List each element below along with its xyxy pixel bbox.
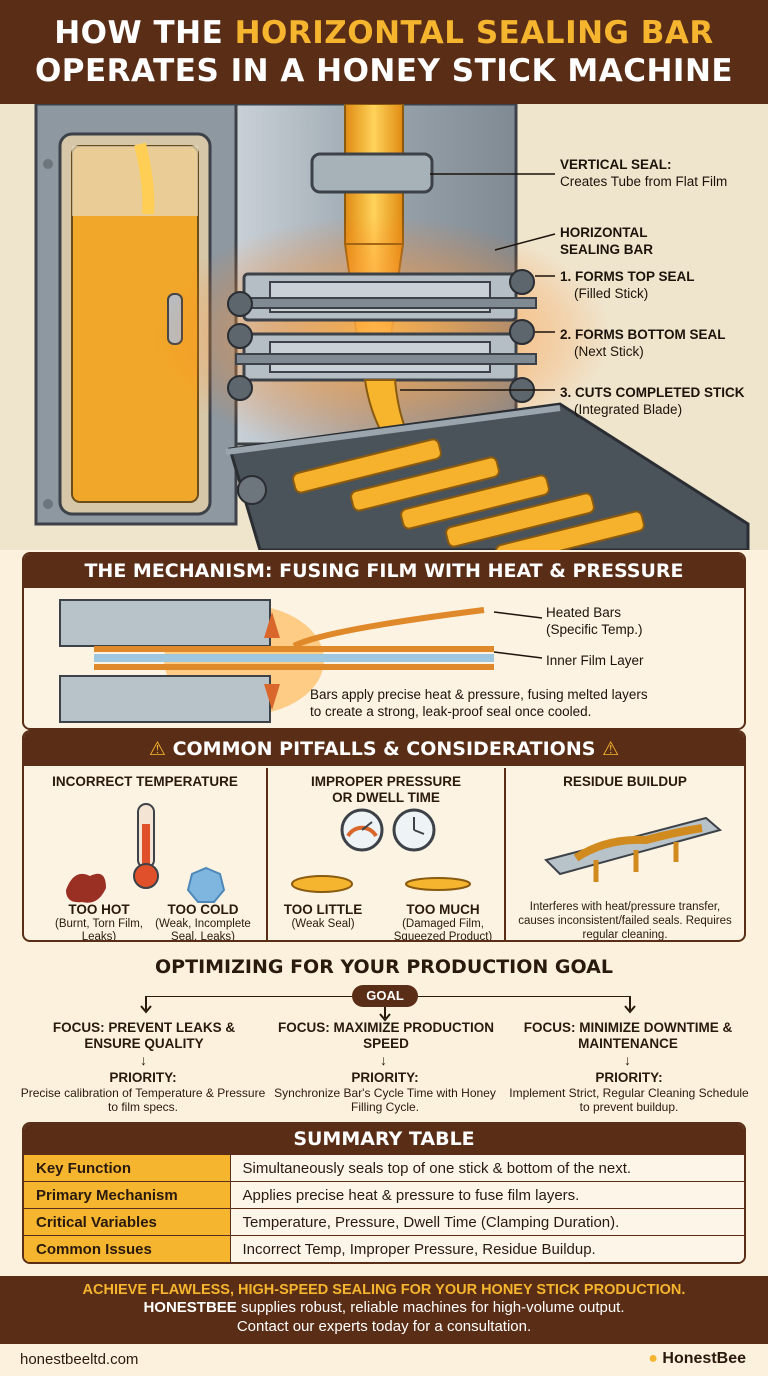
callout-step-1: 1. FORMS TOP SEAL (Filled Stick) bbox=[560, 269, 695, 301]
priority-1: PRIORITY: Precise calibration of Tempera… bbox=[20, 1070, 266, 1114]
summary-title: SUMMARY TABLE bbox=[24, 1124, 744, 1154]
warning-icon: ⚠ bbox=[148, 738, 166, 760]
pitfalls-title: ⚠ COMMON PITFALLS & CONSIDERATIONS ⚠ bbox=[24, 732, 744, 766]
too-hot-label: TOO HOT (Burnt, Torn Film, Leaks) bbox=[55, 902, 143, 942]
cold-film-icon bbox=[186, 866, 226, 903]
machine-illustration: VERTICAL SEAL: Creates Tube from Flat Fi… bbox=[0, 104, 768, 550]
pitfall-pressure: IMPROPER PRESSURE OR DWELL TIME TOO LITT… bbox=[268, 768, 506, 940]
footer: honestbeeltd.com ● HonestBee bbox=[0, 1344, 768, 1376]
goal-pill: GOAL bbox=[352, 985, 418, 1007]
mechanism-description: Bars apply precise heat & pressure, fusi… bbox=[310, 687, 648, 719]
title-line-2: OPERATES IN A HONEY STICK MACHINE bbox=[34, 53, 734, 89]
priority-3: PRIORITY: Implement Strict, Regular Clea… bbox=[509, 1070, 749, 1114]
table-row: Key Function Simultaneously seals top of… bbox=[24, 1154, 744, 1182]
too-much-label: TOO MUCH (Damaged Film, Squeezed Product… bbox=[393, 902, 493, 942]
priority-2: PRIORITY: Synchronize Bar's Cycle Time w… bbox=[274, 1070, 496, 1114]
table-row: Primary Mechanism Applies precise heat &… bbox=[24, 1181, 744, 1209]
callout-step-2: 2. FORMS BOTTOM SEAL (Next Stick) bbox=[560, 327, 726, 359]
callout-step-3: 3. CUTS COMPLETED STICK (Integrated Blad… bbox=[560, 385, 745, 417]
callout-vertical-seal: VERTICAL SEAL: Creates Tube from Flat Fi… bbox=[560, 157, 728, 189]
residue-description: Interferes with heat/pressure transfer, … bbox=[518, 901, 732, 941]
dirty-bar-icon bbox=[544, 816, 723, 882]
arrow-down-icon: ↓ bbox=[380, 1052, 387, 1068]
arrow-down-icon: ↓ bbox=[624, 1052, 631, 1068]
title-highlight: HORIZONTAL SEALING BAR bbox=[234, 15, 714, 51]
burnt-film-icon bbox=[66, 873, 106, 903]
inner-film-label: Inner Film Layer bbox=[546, 653, 644, 668]
call-to-action: ACHIEVE FLAWLESS, HIGH-SPEED SEALING FOR… bbox=[0, 1276, 768, 1344]
pitfalls-section: ⚠ COMMON PITFALLS & CONSIDERATIONS ⚠ INC… bbox=[22, 730, 746, 942]
table-row: Common Issues Incorrect Temp, Improper P… bbox=[24, 1235, 744, 1262]
brand-logo: ● HonestBee bbox=[648, 1350, 746, 1367]
too-cold-label: TOO COLD (Weak, Incomplete Seal, Leaks) bbox=[155, 902, 251, 942]
callout-sealing-bar: HORIZONTAL SEALING BAR bbox=[560, 225, 654, 257]
focus-3: FOCUS: MINIMIZE DOWNTIME & MAINTENANCE bbox=[523, 1020, 733, 1051]
cta-line-2: HONESTBEE supplies robust, reliable mach… bbox=[143, 1299, 625, 1316]
mechanism-section: THE MECHANISM: FUSING FILM WITH HEAT & P… bbox=[22, 552, 746, 730]
gauge-icons bbox=[291, 808, 471, 893]
too-little-label: TOO LITTLE (Weak Seal) bbox=[283, 902, 363, 930]
goals-title: OPTIMIZING FOR YOUR PRODUCTION GOAL bbox=[155, 956, 613, 978]
heated-bars-label: Heated Bars (Specific Temp.) bbox=[546, 605, 643, 637]
cta-line-3: Contact our experts today for a consulta… bbox=[236, 1318, 532, 1335]
goal-branches bbox=[140, 996, 636, 1022]
mechanism-diagram bbox=[59, 599, 543, 723]
summary-table: Key Function Simultaneously seals top of… bbox=[24, 1154, 744, 1262]
bee-icon: ● bbox=[648, 1350, 658, 1367]
pitfall-residue: RESIDUE BUILDUP Interferes with heat/pre… bbox=[506, 768, 744, 940]
thermometer-icon bbox=[66, 803, 226, 903]
cta-headline: ACHIEVE FLAWLESS, HIGH-SPEED SEALING FOR… bbox=[82, 1282, 686, 1298]
header: HOW THE HORIZONTAL SEALING BAR OPERATES … bbox=[0, 0, 768, 104]
pitfall-temperature: INCORRECT TEMPERATURE TOO HOT (Burnt, To… bbox=[24, 768, 268, 940]
summary-section: SUMMARY TABLE Key Function Simultaneousl… bbox=[22, 1122, 746, 1264]
website-link[interactable]: honestbeeltd.com bbox=[20, 1351, 139, 1368]
title-line-1: HOW THE HORIZONTAL SEALING BAR bbox=[54, 15, 714, 51]
focus-2: FOCUS: MAXIMIZE PRODUCTION SPEED bbox=[278, 1020, 494, 1051]
machine-drawing bbox=[34, 104, 750, 550]
warning-icon: ⚠ bbox=[602, 738, 620, 760]
table-row: Critical Variables Temperature, Pressure… bbox=[24, 1208, 744, 1236]
arrow-down-icon: ↓ bbox=[140, 1052, 147, 1068]
mechanism-title: THE MECHANISM: FUSING FILM WITH HEAT & P… bbox=[24, 554, 744, 588]
focus-1: FOCUS: PREVENT LEAKS & ENSURE QUALITY bbox=[52, 1020, 236, 1051]
